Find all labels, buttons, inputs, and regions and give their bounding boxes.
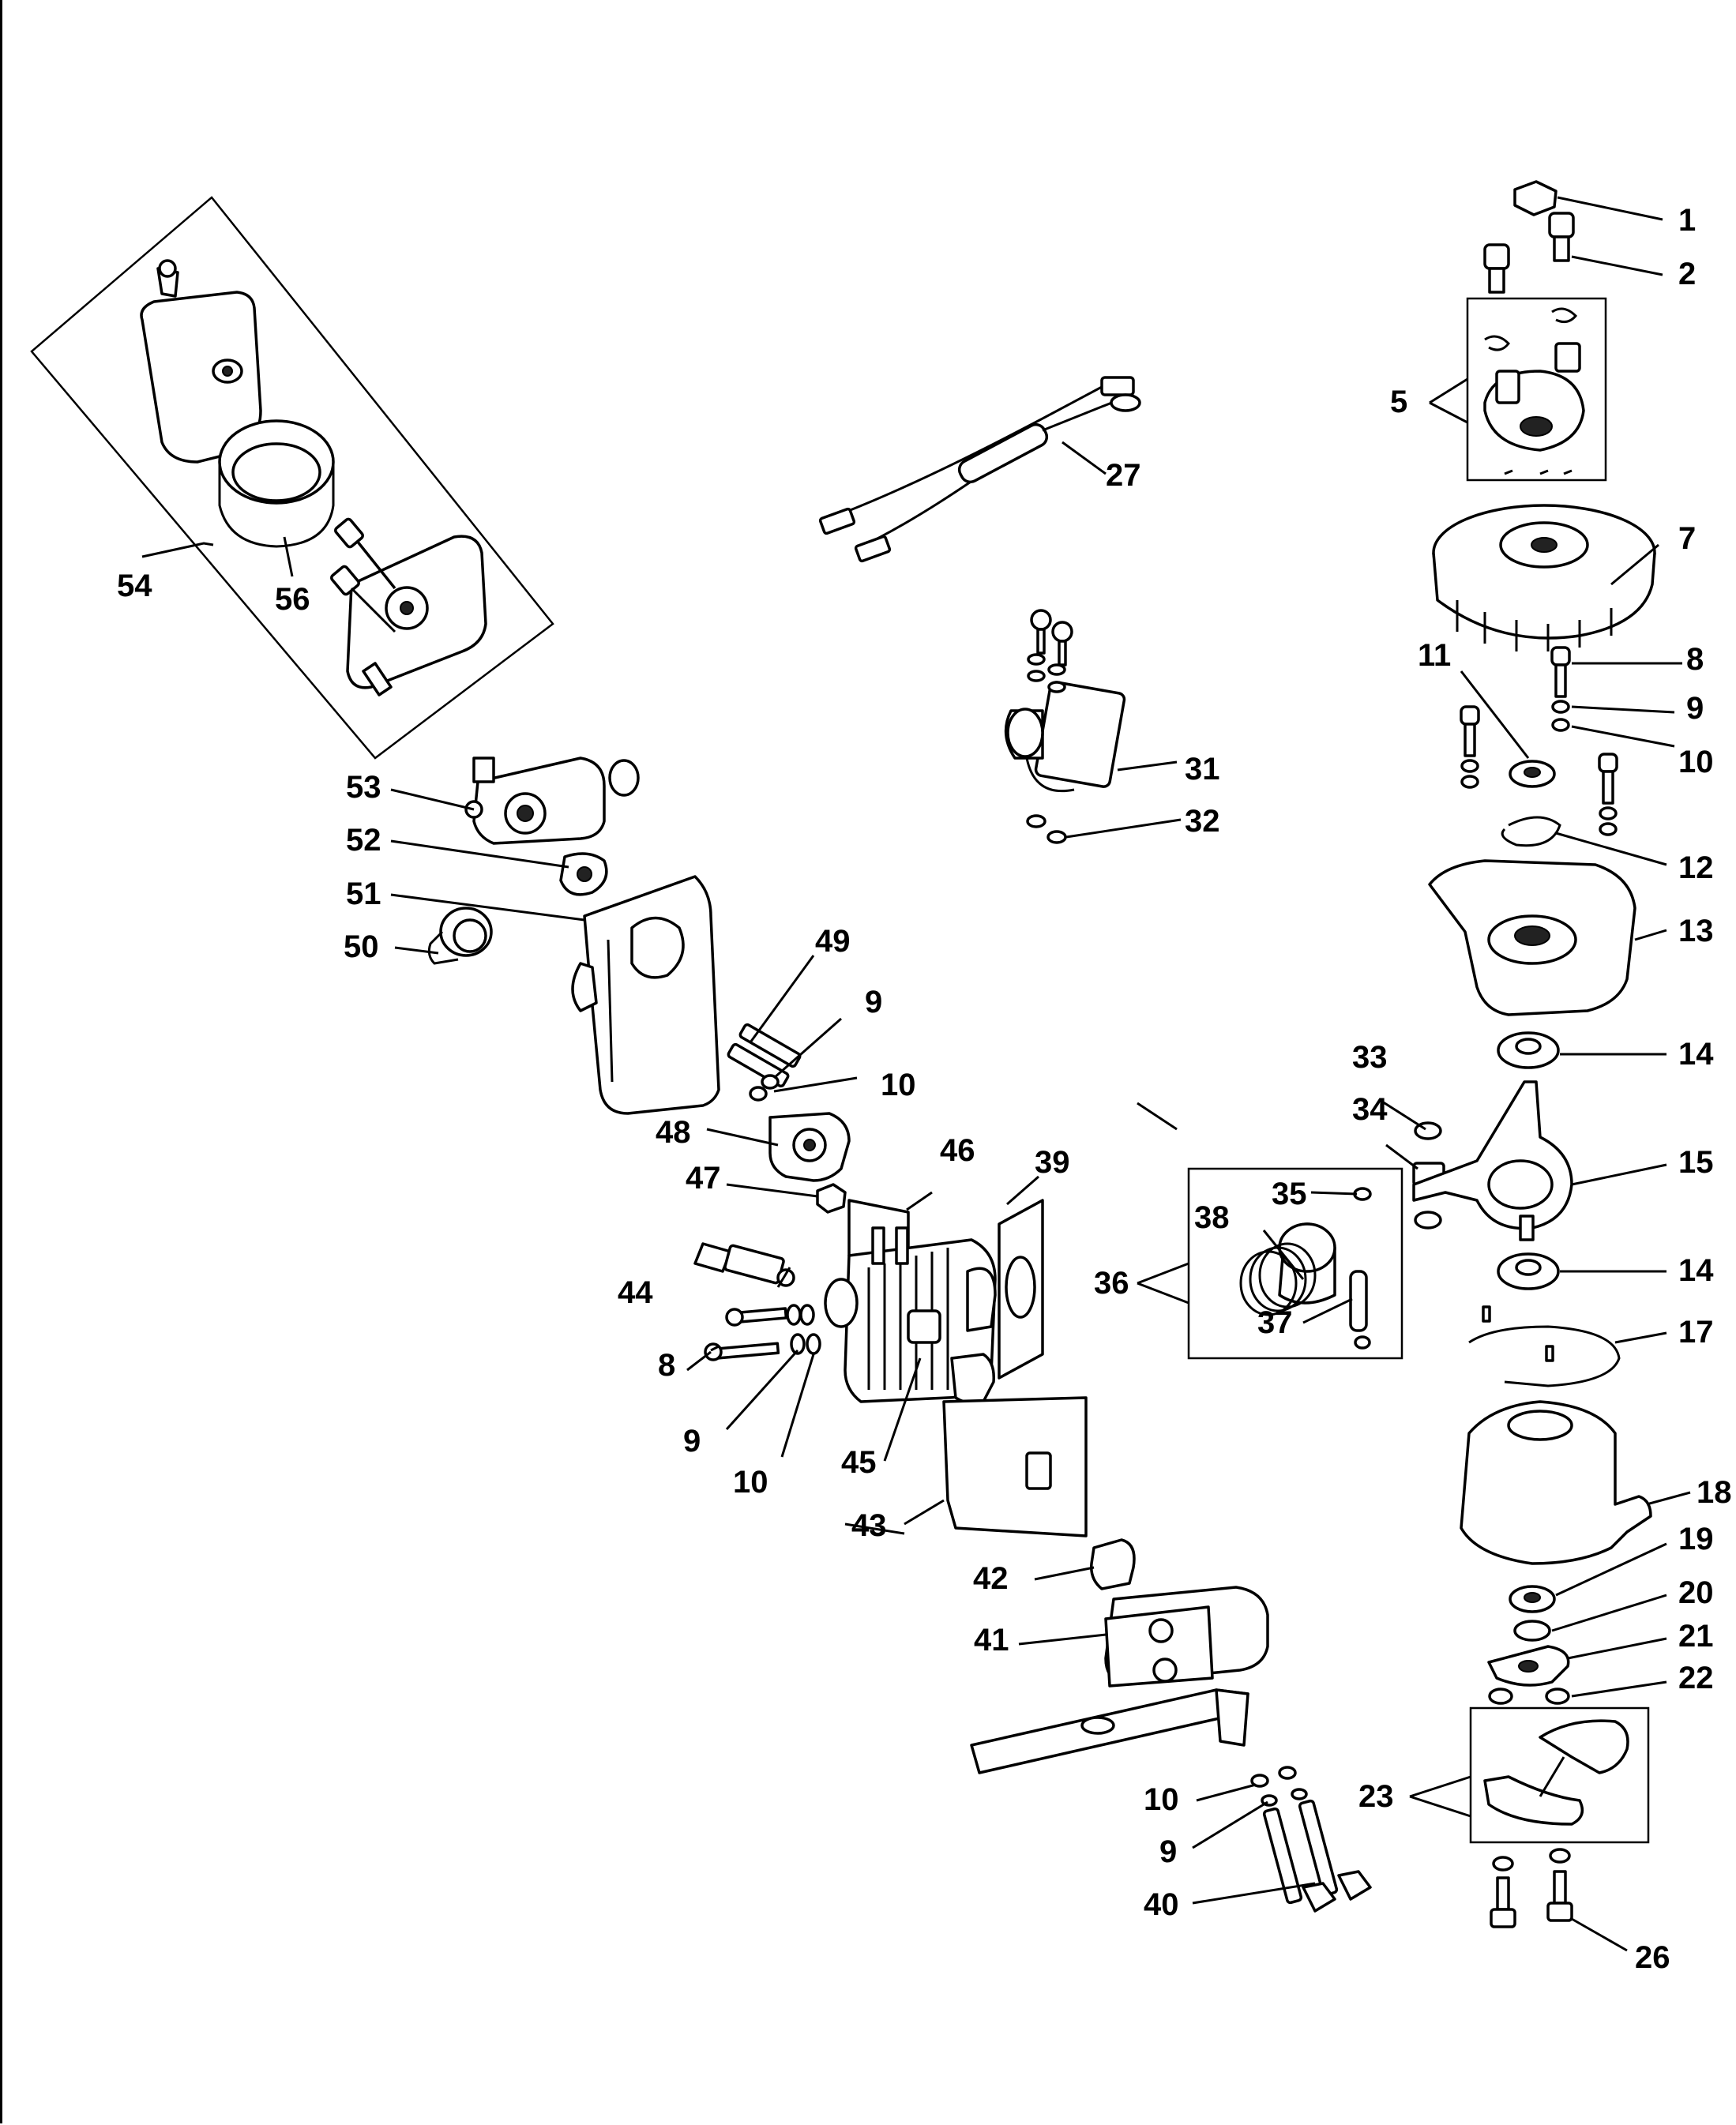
callout-48: 48 [656, 1115, 691, 1150]
callout-18: 18 [1697, 1475, 1732, 1510]
callout-12: 12 [1678, 850, 1714, 885]
callout-40: 40 [1144, 1887, 1179, 1922]
callout-11: 11 [1418, 638, 1451, 673]
ignition-wire [818, 376, 1141, 563]
callout-26: 26 [1635, 1940, 1670, 1975]
ignition-coil [1004, 609, 1126, 844]
callout-2: 2 [1678, 257, 1696, 291]
callout-10-left: 10 [733, 1465, 768, 1500]
callout-labels: 1 2 5 7 8 9 10 11 12 13 14 15 14 17 18 1… [117, 203, 1732, 1975]
callout-10-bottom: 10 [1144, 1782, 1179, 1817]
callout-53: 53 [346, 770, 381, 805]
callout-44: 44 [618, 1275, 653, 1310]
callout-38: 38 [1194, 1200, 1230, 1235]
callout-41: 41 [974, 1623, 1009, 1658]
callout-45: 45 [841, 1445, 877, 1480]
callout-9-bottom: 9 [1159, 1834, 1177, 1869]
intake-group [727, 1023, 851, 1214]
callout-52: 52 [346, 823, 381, 858]
air-filter-group [30, 196, 554, 760]
callout-46: 46 [940, 1133, 975, 1168]
callout-23: 23 [1358, 1779, 1394, 1814]
callout-19: 19 [1678, 1522, 1714, 1556]
callout-10-mid: 10 [881, 1068, 916, 1102]
callout-14-upper: 14 [1678, 1037, 1714, 1072]
carburetor-group [427, 757, 720, 1115]
callout-7: 7 [1678, 521, 1696, 556]
callout-5: 5 [1390, 385, 1407, 419]
callout-27: 27 [1106, 458, 1141, 493]
callout-9-left: 9 [683, 1424, 701, 1459]
callout-32: 32 [1185, 804, 1220, 839]
cylinder-group [693, 1199, 1088, 1537]
callout-42: 42 [973, 1561, 1009, 1596]
callout-43: 43 [851, 1508, 887, 1543]
callout-35: 35 [1272, 1177, 1307, 1211]
callout-20: 20 [1678, 1575, 1714, 1610]
callout-36: 36 [1094, 1266, 1129, 1301]
callout-15: 15 [1678, 1145, 1714, 1180]
callout-22: 22 [1678, 1661, 1714, 1695]
callout-9-top: 9 [1686, 691, 1704, 726]
callout-9-mid: 9 [865, 985, 882, 1019]
callout-8-left: 8 [658, 1348, 675, 1383]
callout-1: 1 [1678, 203, 1696, 238]
callout-31: 31 [1185, 752, 1220, 787]
callout-21: 21 [1678, 1619, 1714, 1654]
coil-screws [1027, 609, 1073, 693]
callout-13: 13 [1678, 914, 1714, 948]
callout-10-top: 10 [1678, 745, 1714, 779]
callout-34: 34 [1352, 1092, 1388, 1127]
callout-39: 39 [1035, 1145, 1070, 1180]
callout-49: 49 [815, 924, 851, 959]
callout-14-lower: 14 [1678, 1253, 1714, 1288]
piston-kit [1187, 1167, 1403, 1360]
callout-17: 17 [1678, 1315, 1714, 1350]
callout-33: 33 [1352, 1040, 1388, 1075]
drive-group [1412, 180, 1656, 1928]
callout-50: 50 [344, 929, 379, 964]
callout-54: 54 [117, 569, 152, 603]
callout-51: 51 [346, 877, 381, 911]
leader-lines [141, 196, 1691, 1952]
callout-47: 47 [686, 1161, 721, 1196]
callout-37: 37 [1257, 1305, 1293, 1340]
muffler-group [970, 1538, 1372, 1913]
callout-56: 56 [275, 582, 310, 617]
callout-8-top: 8 [1686, 642, 1704, 677]
